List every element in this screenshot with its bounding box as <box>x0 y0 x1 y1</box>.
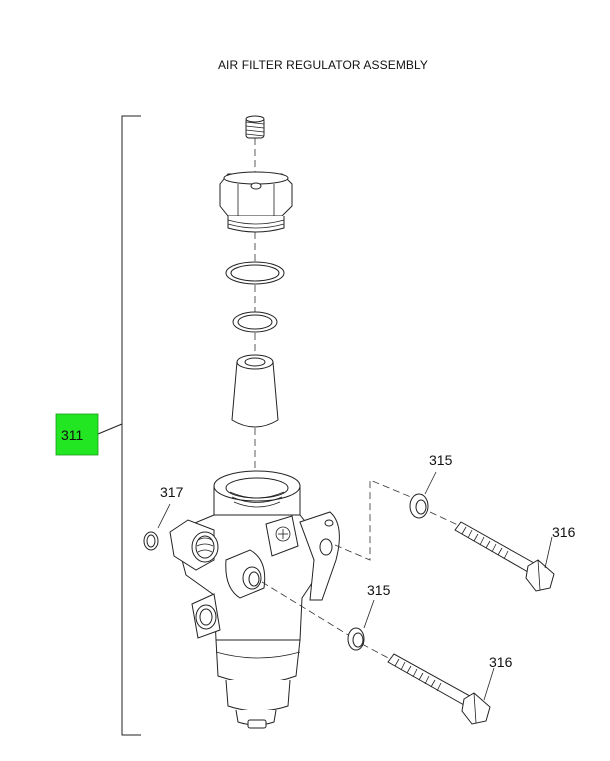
regulator-body[interactable] <box>169 470 340 729</box>
callout-316-upper-label[interactable]: 316 <box>552 524 576 540</box>
o-ring-large[interactable] <box>225 261 285 285</box>
washer-315-lower[interactable]: 315 <box>347 582 391 651</box>
gasket-317[interactable]: 317 <box>143 484 184 551</box>
set-screw[interactable] <box>245 115 265 139</box>
callout-highlight-box[interactable] <box>55 413 99 456</box>
callout-311-assembly[interactable]: 311 <box>55 413 99 456</box>
callout-315-upper-label[interactable]: 315 <box>429 452 453 468</box>
callout-316-lower-label[interactable]: 316 <box>489 654 513 670</box>
bolt-316-lower[interactable]: 316 <box>387 653 513 725</box>
lower-bolt-path <box>261 581 351 637</box>
bolt-316-upper[interactable]: 316 <box>454 521 576 592</box>
callout-311-label[interactable]: 311 <box>61 427 84 443</box>
callout-317-label[interactable]: 317 <box>160 484 184 500</box>
upper-bolt-path <box>334 479 419 561</box>
diagram-title: AIR FILTER REGULATOR ASSEMBLY <box>217 58 429 72</box>
o-ring-small[interactable] <box>232 311 278 333</box>
washer-315-upper[interactable]: 315 <box>409 452 453 519</box>
adjusting-cap[interactable] <box>219 171 293 233</box>
lower-bolt-axis <box>361 643 393 661</box>
assembly-bracket <box>97 115 141 736</box>
upper-bolt-axis <box>429 511 461 527</box>
callout-315-lower-label[interactable]: 315 <box>367 582 391 598</box>
filter-element[interactable] <box>231 354 279 428</box>
